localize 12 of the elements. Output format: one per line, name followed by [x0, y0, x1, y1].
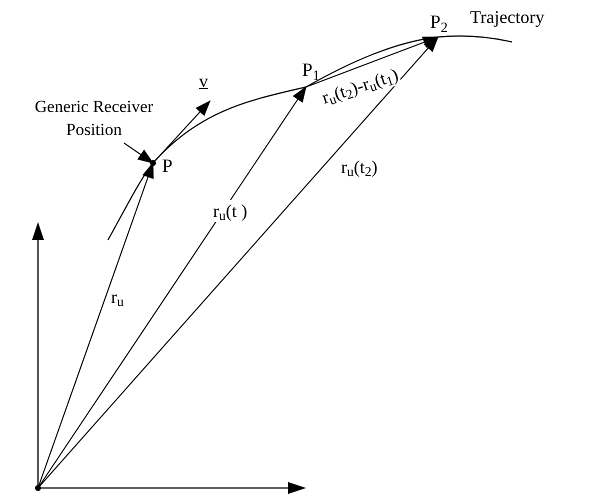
- vector-label: r$_{u}$(t ): [212, 200, 248, 222]
- vector-arrow: [306, 36, 439, 88]
- vector-arrow: [152, 100, 211, 164]
- leader-arrow: [124, 142, 154, 164]
- point-label: Generic Receiver Position: [34, 96, 154, 141]
- point-label: P$_{1}$: [302, 60, 320, 82]
- point-label: P$_{2}$: [430, 12, 448, 34]
- origin-point: [35, 485, 41, 491]
- curve-label: Trajectory: [470, 6, 544, 28]
- point-label: P: [162, 156, 173, 178]
- vector-label: r$_{u}$: [110, 286, 125, 308]
- vector-arrow: [38, 36, 439, 488]
